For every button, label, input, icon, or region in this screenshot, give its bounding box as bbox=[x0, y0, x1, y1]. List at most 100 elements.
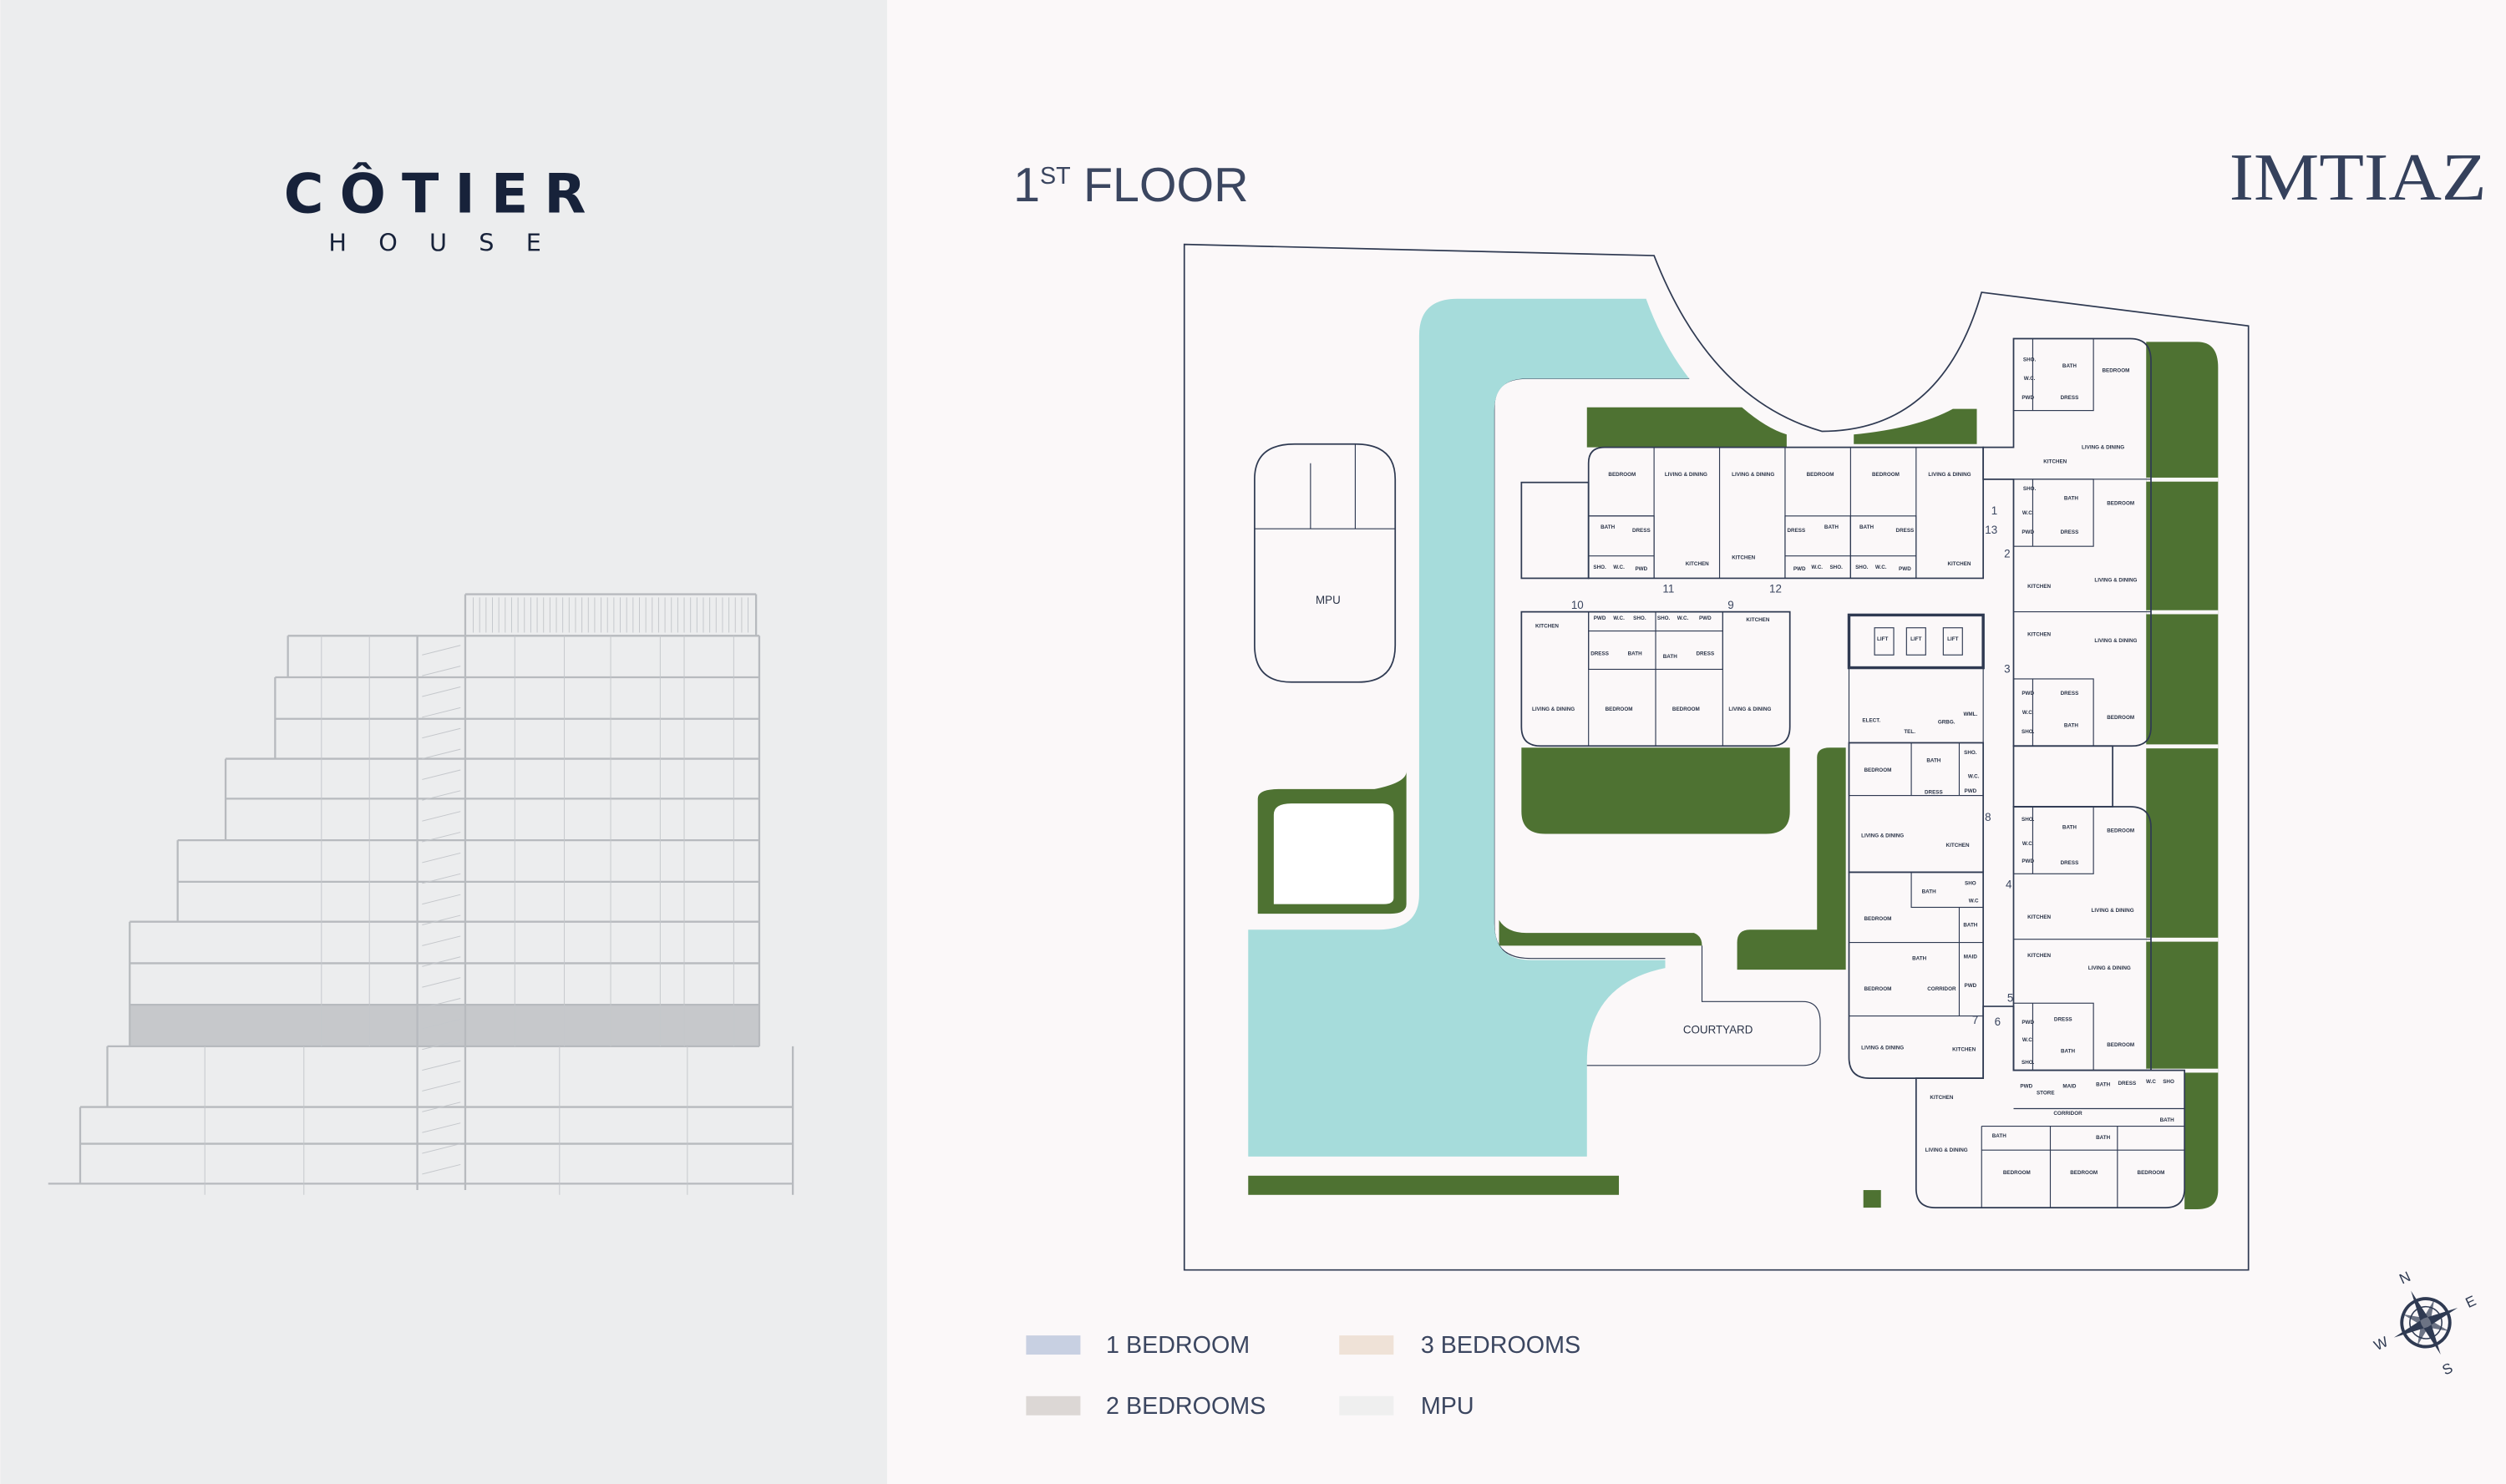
room-label: PWD bbox=[2020, 1084, 2032, 1090]
legend-swatch bbox=[1339, 1395, 1394, 1416]
unit-1br-east-lower[interactable] bbox=[2012, 806, 2152, 1071]
legend: 1 BEDROOM 2 BEDROOMS 3 BEDROOMS MPU bbox=[1026, 1332, 1580, 1420]
compass-w: W bbox=[2372, 1333, 2392, 1354]
room-label: DRESS bbox=[2061, 395, 2079, 401]
room-label: CORRIDOR bbox=[2053, 1111, 2082, 1117]
elevation-line bbox=[422, 1143, 461, 1154]
room-label: LIVING & DINING bbox=[1925, 1147, 1968, 1153]
floor-suffix: ST bbox=[1040, 163, 1071, 190]
courtyard-area[interactable]: COURTYARD bbox=[1586, 945, 1821, 1066]
room-label: W.C. bbox=[1811, 565, 1823, 570]
room-label: KITCHEN bbox=[1686, 561, 1709, 567]
room-label: KITCHEN bbox=[1930, 1095, 1953, 1101]
room-labels: BEDROOM LIVING & DINING BATH DRESS SHO. W.C. P… bbox=[1532, 357, 2174, 1176]
lift-lobby bbox=[1847, 613, 1985, 670]
room-label: SHO. bbox=[1964, 750, 1977, 756]
room-label: TEL. bbox=[1904, 729, 1915, 735]
courtyard-label: COURTYARD bbox=[1683, 1024, 1753, 1036]
room-label: BATH bbox=[1824, 524, 1839, 530]
room-label: BATH bbox=[2096, 1135, 2110, 1141]
room-label: BATH bbox=[1600, 524, 1615, 530]
unit-number: 11 bbox=[1662, 583, 1674, 595]
room-label: LIVING & DINING bbox=[1861, 833, 1904, 838]
room-label: DRESS bbox=[2061, 529, 2079, 535]
room-label: BATH bbox=[1663, 654, 1677, 660]
room-label: SHO. bbox=[2023, 357, 2037, 362]
room-label: W.C. bbox=[1677, 615, 1689, 621]
room-label: W.C. bbox=[1968, 774, 1980, 780]
room-label: KITCHEN bbox=[1952, 1047, 1976, 1053]
room-label: SHO. bbox=[1855, 565, 1869, 570]
room-label: LIFT bbox=[1947, 636, 1958, 642]
room-label: DRESS bbox=[2054, 1016, 2072, 1022]
unit-number: 13 bbox=[1985, 524, 1997, 536]
room-label: KITCHEN bbox=[2043, 459, 2067, 465]
room-label: BATH bbox=[2061, 1049, 2075, 1055]
room-label: SHO. bbox=[2022, 1060, 2035, 1066]
room-label: PWD bbox=[1594, 615, 1606, 621]
room-label: STORE bbox=[2037, 1090, 2055, 1096]
room-label: BATH bbox=[1963, 922, 1977, 928]
floor-label: FLOOR bbox=[1083, 159, 1249, 212]
room-label: BATH bbox=[1912, 956, 1926, 962]
elevation-line bbox=[422, 1081, 461, 1091]
room-label: BATH bbox=[1926, 757, 1940, 763]
room-label: BEDROOM bbox=[1608, 472, 1636, 478]
legend-item-1-bedroom: 1 BEDROOM bbox=[1026, 1332, 1250, 1359]
building-elevation bbox=[48, 593, 794, 1195]
room-label: DRESS bbox=[1925, 790, 1943, 796]
elevation-line bbox=[422, 998, 461, 1009]
unit-1br-east-upper[interactable] bbox=[1982, 337, 2152, 747]
elevation-line bbox=[422, 1163, 461, 1175]
unit-1br-north[interactable] bbox=[1587, 446, 1985, 580]
room-label: BATH bbox=[2064, 496, 2078, 502]
left-panel bbox=[0, 0, 887, 1484]
unit-number: 8 bbox=[1985, 811, 1991, 823]
elevation-line bbox=[422, 894, 461, 905]
room-label: LIVING & DINING bbox=[1928, 472, 1971, 478]
room-label: PWD bbox=[2022, 1020, 2034, 1026]
unit-number: 4 bbox=[2006, 879, 2012, 891]
floor-number: 1 bbox=[1013, 159, 1040, 212]
room-label: SHO bbox=[1965, 881, 1976, 887]
legend-swatch bbox=[1026, 1395, 1081, 1416]
logo-subtitle: HOUSE bbox=[328, 228, 573, 256]
elevation-line bbox=[422, 956, 461, 967]
room-label: W.C. bbox=[2022, 710, 2034, 716]
room-label: LIFT bbox=[1910, 636, 1921, 642]
elevation-line bbox=[422, 769, 461, 780]
room-label: KITCHEN bbox=[1746, 617, 1769, 623]
unit-1br-west[interactable] bbox=[1520, 610, 1791, 747]
room-label: LIVING & DINING bbox=[1532, 707, 1575, 712]
room-label: PWD bbox=[1899, 566, 1911, 572]
elevation-line bbox=[422, 852, 461, 864]
room-label: BATH bbox=[1922, 889, 1936, 894]
room-label: W.C. bbox=[1613, 615, 1625, 621]
room-label: PWD bbox=[2022, 529, 2034, 535]
elevation-line bbox=[422, 1060, 461, 1071]
legend-item-mpu: MPU bbox=[1339, 1393, 1474, 1420]
elevation-line bbox=[422, 686, 461, 697]
room-label: DRESS bbox=[2118, 1081, 2136, 1086]
mpu-area[interactable]: MPU bbox=[1254, 443, 1397, 683]
unit-3br[interactable] bbox=[1915, 1005, 2186, 1208]
room-label: LIVING & DINING bbox=[2082, 444, 2124, 450]
room-label: W.C. bbox=[2022, 1037, 2034, 1043]
room-label: SHO bbox=[2163, 1079, 2174, 1085]
room-label: BATH bbox=[1859, 524, 1874, 530]
room-label: W.C. bbox=[2022, 841, 2034, 847]
elevation-line bbox=[422, 832, 461, 843]
unit-number: 9 bbox=[1727, 599, 1733, 611]
room-label: KITCHEN bbox=[2027, 914, 2051, 920]
imtiaz-logo: IMTIAZ bbox=[2230, 140, 2487, 215]
elevation-line bbox=[422, 1102, 461, 1112]
room-label: PWD bbox=[1964, 788, 1976, 794]
room-label: BATH bbox=[2064, 722, 2078, 728]
elevation-line bbox=[422, 1039, 461, 1051]
room-label: KITCHEN bbox=[1946, 843, 1970, 848]
unit-number: 7 bbox=[1972, 1014, 1978, 1026]
mpu-label: MPU bbox=[1316, 594, 1341, 606]
room-label: DRESS bbox=[2061, 691, 2079, 696]
